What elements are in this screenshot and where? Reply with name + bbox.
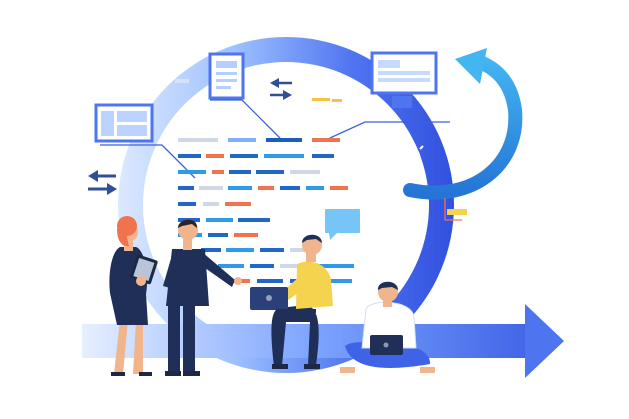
laptop-icon xyxy=(250,287,316,313)
swap-arrows-icon-top xyxy=(270,78,292,100)
woman-with-tablet xyxy=(109,216,158,376)
monitor-icon-left xyxy=(94,103,154,143)
monitor-icon xyxy=(370,51,438,108)
swap-arrows-icon xyxy=(88,170,117,195)
document-icon xyxy=(208,52,245,100)
man-sitting-yellow-shirt xyxy=(250,234,333,369)
man-standing-pointing xyxy=(163,219,242,376)
laptop-icon-2 xyxy=(370,335,403,355)
man-sitting-cross-legged xyxy=(340,281,435,373)
circular-arrow-icon xyxy=(403,48,523,200)
lightbulb-icon xyxy=(396,139,424,176)
decorative-marks xyxy=(175,79,467,221)
code-lines xyxy=(178,138,354,283)
chat-bubble-icon xyxy=(325,209,360,240)
